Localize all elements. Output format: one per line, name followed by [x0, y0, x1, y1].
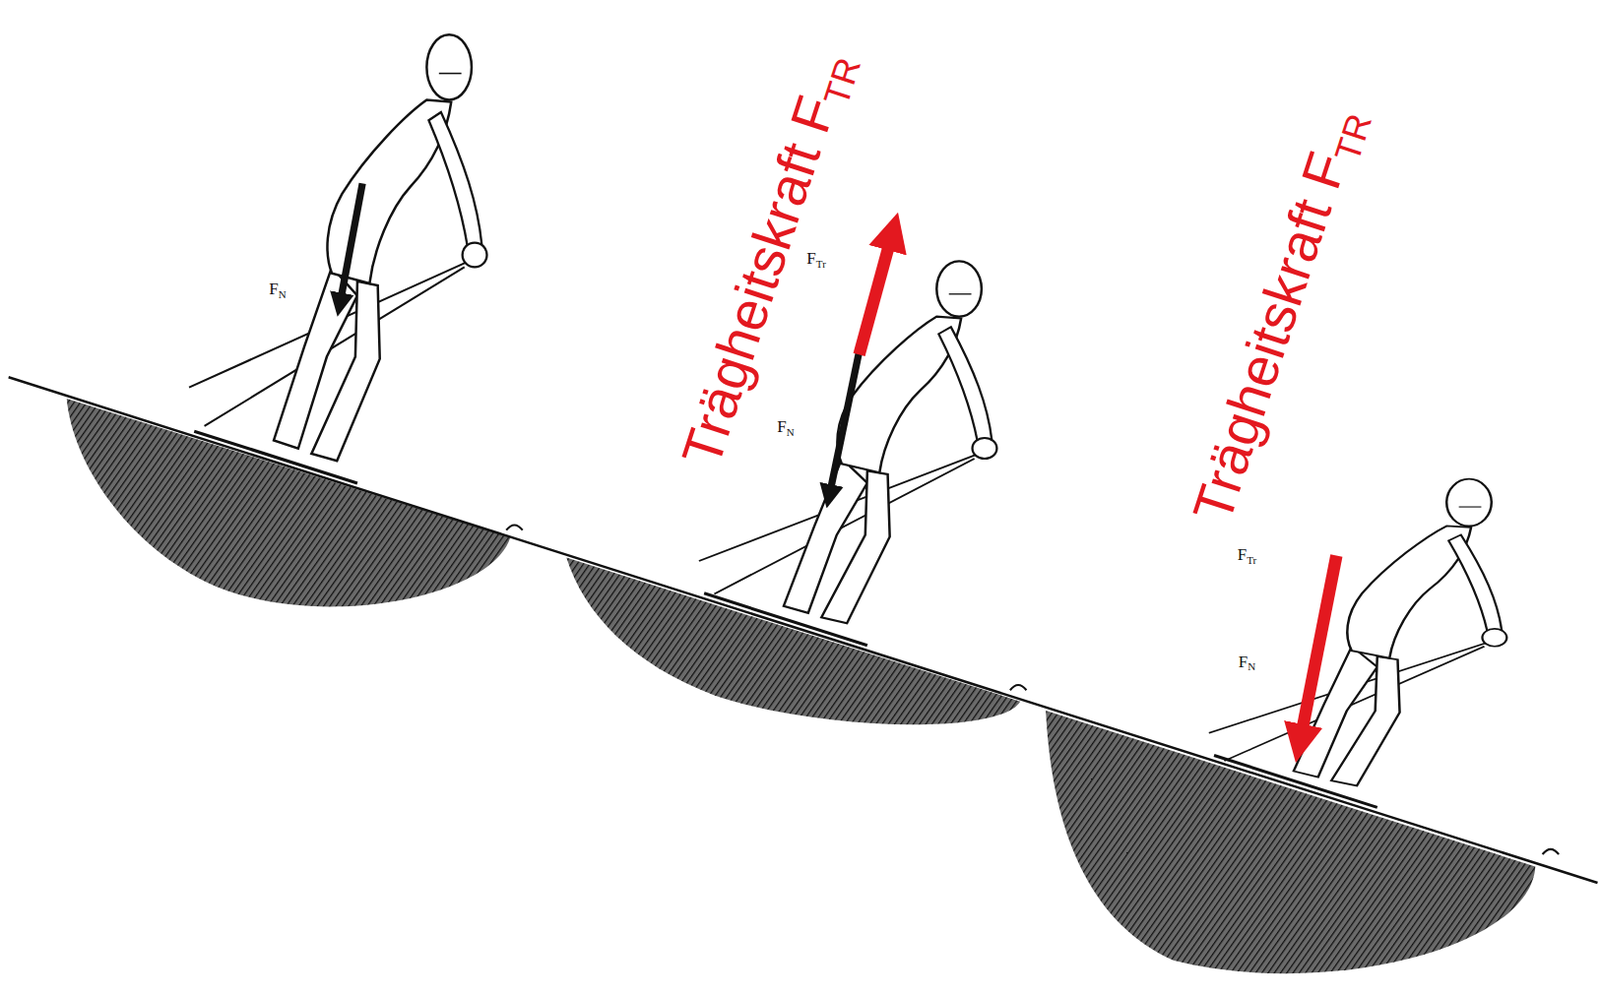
- skier-figure: [1209, 479, 1507, 787]
- inertia-force-arrow: [859, 243, 891, 356]
- label-text: Trägheitskraft F: [1180, 145, 1358, 530]
- label-text: F: [1237, 545, 1247, 565]
- force-caption: Trägheitskraft FTR: [1184, 101, 1378, 531]
- subscript: Tr: [816, 257, 827, 270]
- label-text: Trägheitskraft F: [670, 89, 848, 474]
- inertia-force-arrow: [1301, 556, 1337, 733]
- force-symbol: FN: [266, 279, 288, 302]
- label-text: F: [268, 279, 278, 299]
- subscript: N: [278, 288, 287, 301]
- force-symbol: FN: [1236, 652, 1258, 675]
- label-text: F: [1238, 652, 1248, 672]
- force-symbol: FN: [774, 417, 796, 440]
- skier-figure: [189, 34, 487, 461]
- subscript: N: [786, 426, 795, 439]
- ground-hatch: [1045, 710, 1536, 974]
- normal-force-arrow: [340, 183, 363, 298]
- normal-force-arrow: [831, 351, 860, 490]
- slope-mark: [1010, 685, 1027, 691]
- force-caption: Trägheitskraft FTR: [673, 45, 867, 475]
- label-text: F: [806, 249, 816, 268]
- subscript: Tr: [1246, 554, 1257, 567]
- subscript: N: [1247, 661, 1256, 674]
- slope-mark: [1542, 849, 1560, 855]
- label-text: F: [776, 417, 786, 437]
- slope-line: [8, 377, 1599, 884]
- slope-mark: [506, 524, 523, 530]
- force-symbol: FTr: [1235, 545, 1259, 568]
- force-symbol: FTr: [804, 249, 828, 271]
